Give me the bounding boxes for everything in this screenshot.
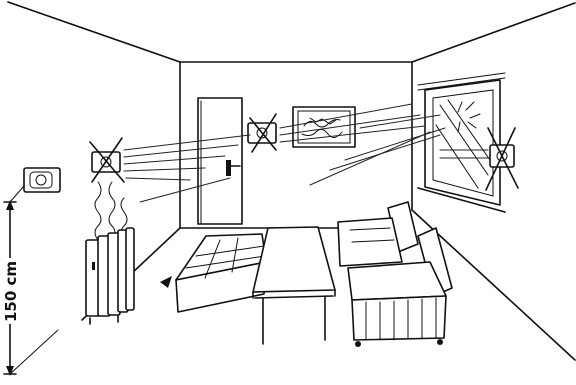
table-icon — [252, 226, 336, 345]
crossed-out-thermostat-icon — [89, 137, 125, 183]
armchair-icon — [337, 201, 419, 267]
crossed-out-thermostat-icon — [247, 113, 277, 153]
picture-frame-icon — [292, 106, 356, 148]
radiator-icon — [85, 227, 135, 325]
armchair-icon — [347, 227, 453, 347]
door-icon — [197, 97, 243, 225]
sofa-icon — [160, 233, 267, 313]
airflow-lines — [123, 103, 489, 203]
thermostat-icon — [23, 167, 61, 193]
crossed-out-thermostat-icon — [485, 127, 519, 191]
height-dimension: 150 cm — [2, 185, 59, 376]
height-label: 150 cm — [2, 261, 20, 322]
window-icon — [417, 72, 506, 213]
